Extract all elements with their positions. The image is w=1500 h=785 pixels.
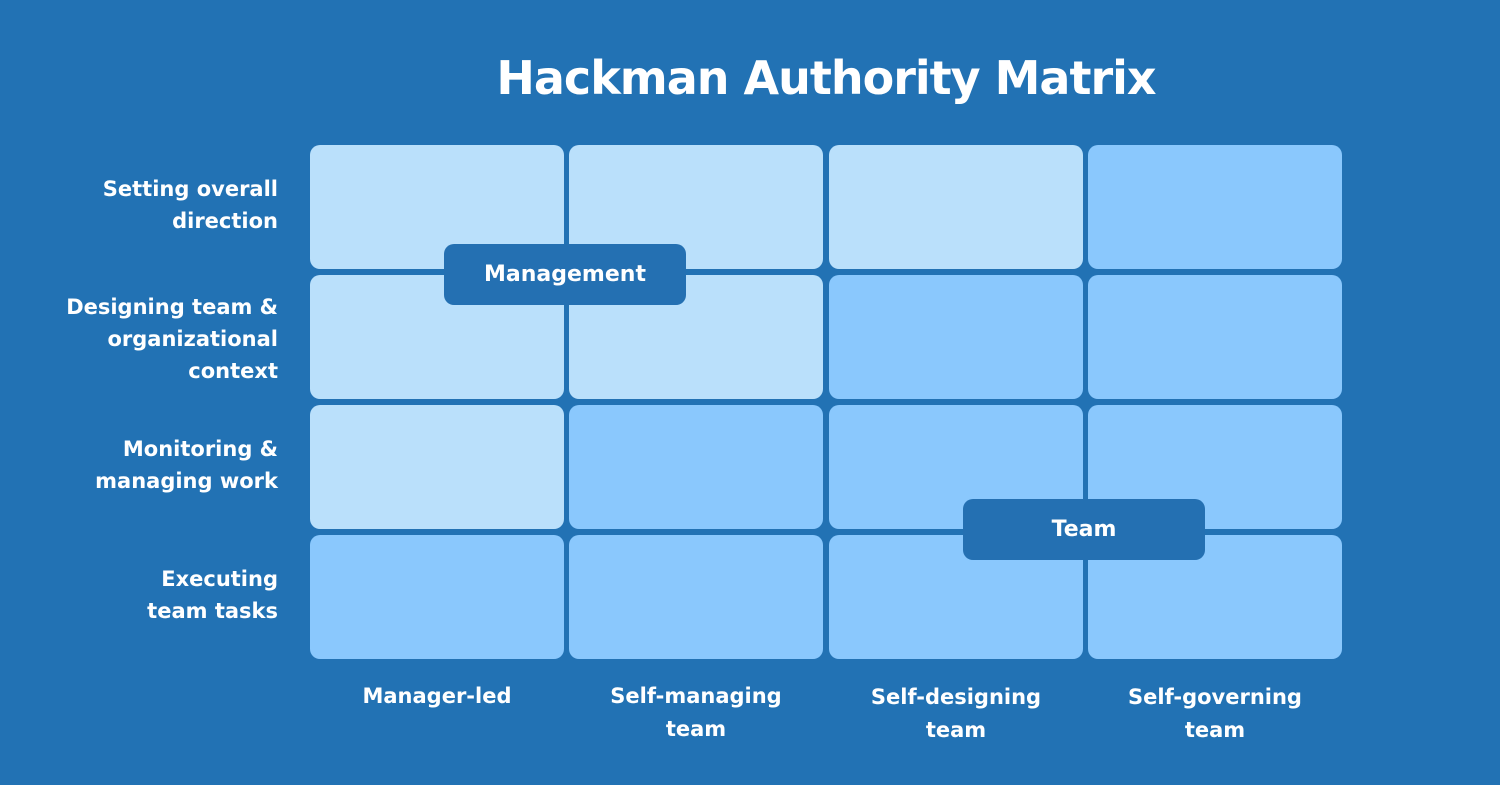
management-region-label: Management — [444, 244, 686, 305]
row-label-executing-tasks: Executing team tasks — [147, 567, 278, 623]
matrix-cell — [569, 405, 823, 529]
column-label-self-governing: Self-governing team — [1128, 685, 1302, 742]
matrix-cell — [310, 405, 564, 529]
matrix-cell — [1088, 145, 1342, 269]
column-label-self-designing: Self-designing team — [870, 685, 1042, 742]
matrix-cell — [1088, 275, 1342, 399]
team-region-label: Team — [963, 499, 1205, 560]
column-label-manager-led: Manager-led — [362, 684, 512, 708]
matrix-cell — [829, 275, 1083, 399]
row-label-monitoring-work: Monitoring & managing work — [95, 437, 278, 493]
matrix-cell — [310, 535, 564, 659]
page-title: Hackman Authority Matrix — [496, 51, 1156, 105]
matrix-cell — [829, 145, 1083, 269]
row-label-designing-context: Designing team & organizational context — [66, 295, 278, 383]
column-label-self-managing: Self-managing team — [610, 684, 782, 741]
row-label-setting-direction: Setting overall direction — [102, 177, 278, 233]
matrix-cell — [569, 535, 823, 659]
